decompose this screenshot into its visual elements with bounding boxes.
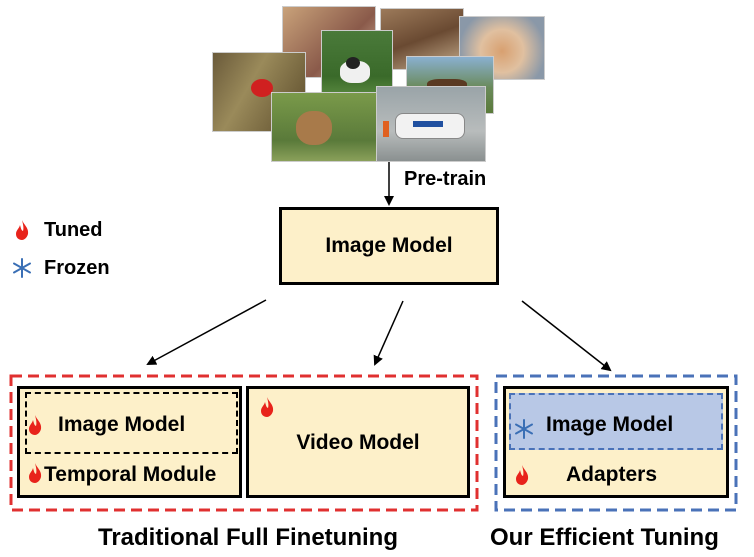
- legend-frozen-label: Frozen: [44, 257, 110, 279]
- efficient-group-border: [494, 374, 738, 512]
- temporal-module-label: Temporal Module: [44, 463, 217, 486]
- flame-icon: [29, 415, 42, 435]
- traditional-image-temporal-box: Image Model Temporal Module: [17, 386, 242, 498]
- photo-pizza: [459, 16, 545, 80]
- flame-icon: [29, 463, 42, 483]
- pretrained-image-model-label: Image Model: [325, 234, 453, 257]
- pretrain-label: Pre-train: [404, 168, 487, 190]
- arrow-to-video-model: [373, 300, 404, 366]
- frozen-image-model-area: [509, 393, 723, 450]
- traditional-image-model-dashed: [25, 392, 238, 454]
- photo-police-car: [376, 86, 486, 162]
- video-model-label: Video Model: [296, 431, 420, 454]
- efficient-image-model-label: Image Model: [546, 413, 674, 436]
- traditional-group-border: [9, 374, 479, 512]
- legend-tuned-label: Tuned: [44, 219, 103, 241]
- efficient-caption: Our Efficient Tuning: [490, 524, 719, 551]
- arrow-to-efficient: [521, 300, 612, 372]
- snowflake-icon: [13, 258, 31, 278]
- pretrained-image-model-box: Image Model: [279, 207, 499, 285]
- snowflake-icon: [515, 419, 533, 439]
- flame-icon: [516, 465, 529, 485]
- flame-icon: [16, 220, 29, 240]
- traditional-caption: Traditional Full Finetuning: [98, 524, 398, 551]
- photo-puppy: [271, 92, 383, 162]
- efficient-box: Image Model Adapters: [503, 386, 729, 498]
- adapters-label: Adapters: [566, 463, 658, 486]
- arrow-to-image-part: [146, 299, 267, 365]
- traditional-image-model-label: Image Model: [58, 413, 186, 436]
- flame-icon: [261, 397, 274, 417]
- video-model-box: Video Model: [246, 386, 470, 498]
